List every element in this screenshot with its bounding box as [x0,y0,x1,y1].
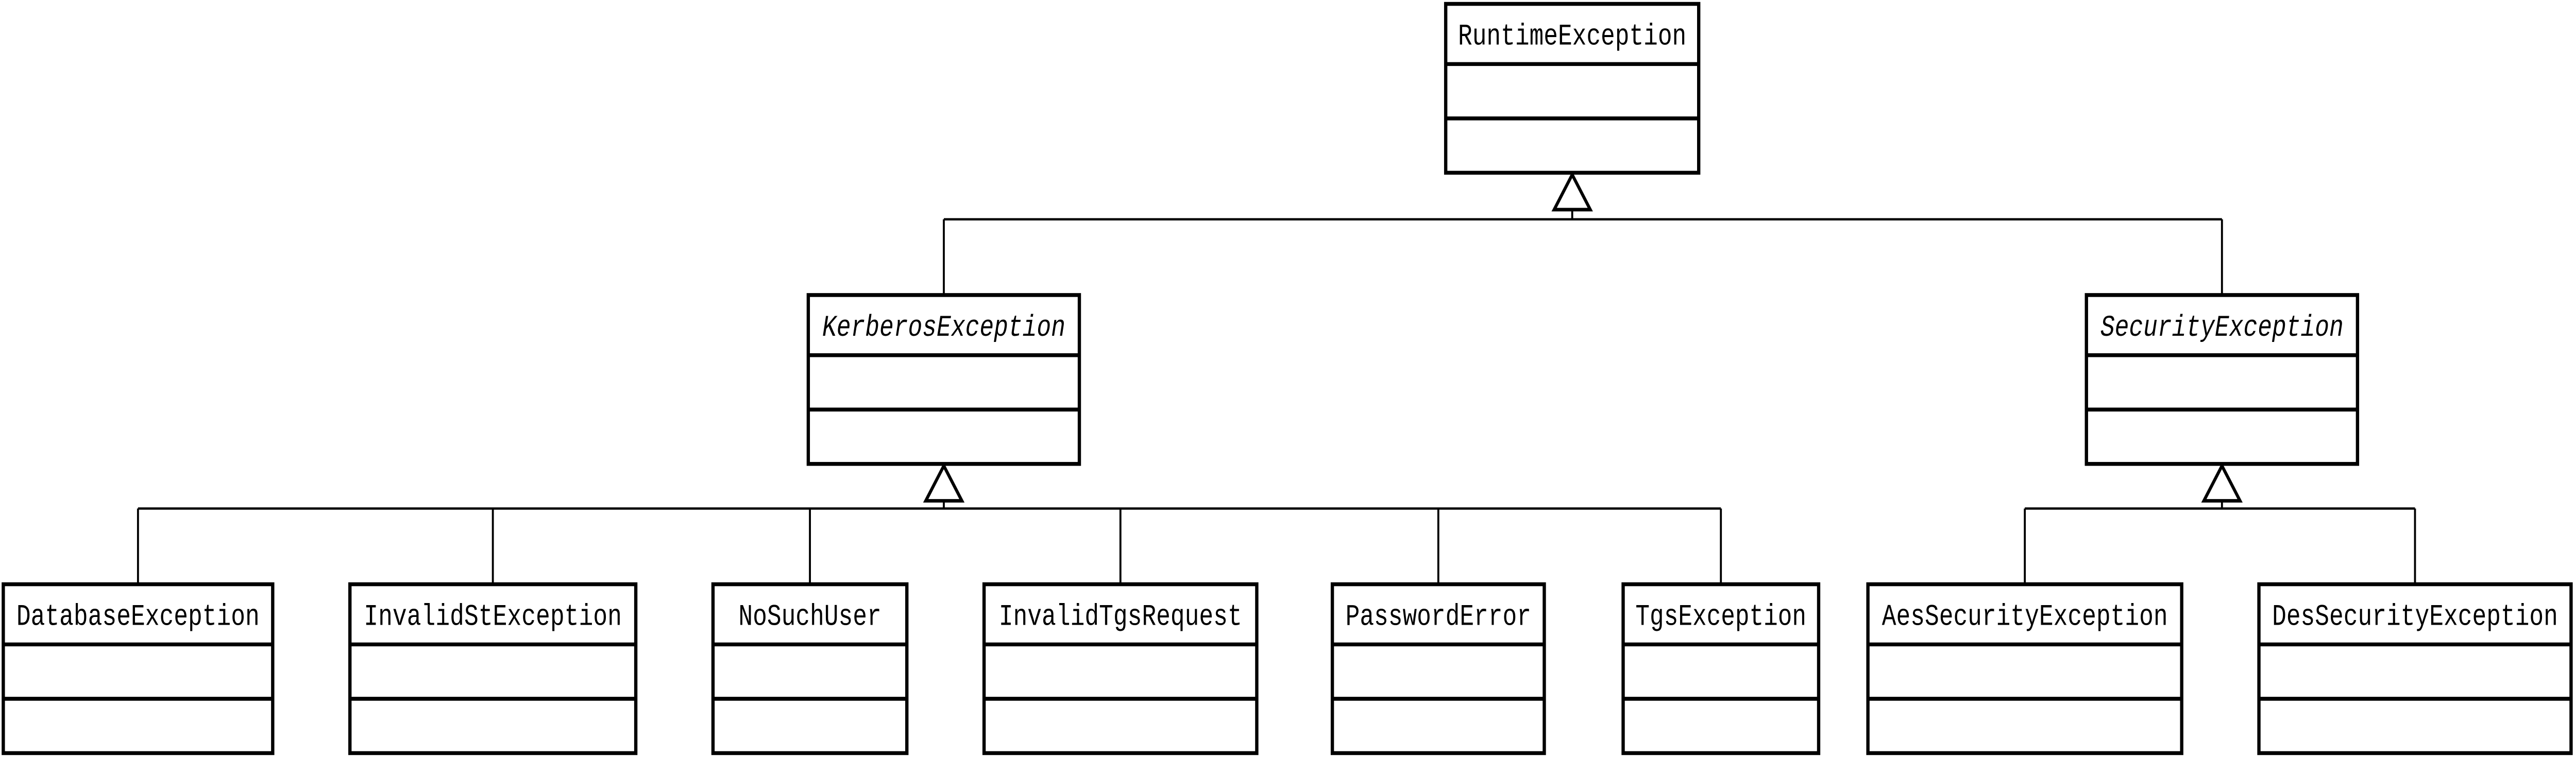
class-database[interactable]: DatabaseException [2,582,275,755]
class-invalidst[interactable]: InvalidStException [348,582,638,755]
class-name: NoSuchUser [738,600,881,634]
class-des[interactable]: DesSecurityException [2257,582,2573,755]
class-box [982,582,1259,755]
class-box [1330,582,1546,755]
class-box [2084,293,2360,466]
class-passworderror[interactable]: PasswordError [1330,582,1546,755]
class-name: KerberosException [822,312,1065,346]
inheritance-arrow-icon [2201,462,2243,503]
class-aes[interactable]: AesSecurityException [1866,582,2183,755]
class-kerberos[interactable]: KerberosException [806,293,1081,466]
class-security[interactable]: SecurityException [2084,293,2360,466]
class-invalidtgs[interactable]: InvalidTgsRequest [982,582,1259,755]
class-box [2257,582,2573,755]
class-box [1444,2,1701,175]
class-box [348,582,638,755]
class-name: DatabaseException [16,600,260,634]
generalization-runtime [943,171,2223,295]
class-name: DesSecurityException [2272,600,2558,634]
inheritance-arrow-icon [923,462,965,503]
class-box [711,582,909,755]
class-box [1621,582,1821,755]
class-name: InvalidTgsRequest [999,600,1242,634]
generalization-kerberos [137,462,1722,584]
class-box [2,582,275,755]
class-box [1866,582,2183,755]
generalization-security [2024,462,2416,584]
class-name: TgsException [1635,600,1806,634]
class-name: PasswordError [1346,600,1531,634]
inheritance-arrow-icon [1551,171,1593,212]
class-nosuchuser[interactable]: NoSuchUser [711,582,909,755]
class-box [806,293,1081,466]
class-name: SecurityException [2100,312,2344,346]
class-tgs[interactable]: TgsException [1621,582,1821,755]
class-name: AesSecurityException [1882,600,2168,634]
class-name: InvalidStException [364,600,622,634]
class-name: RuntimeException [1458,20,1686,54]
class-runtime[interactable]: RuntimeException [1444,2,1701,175]
